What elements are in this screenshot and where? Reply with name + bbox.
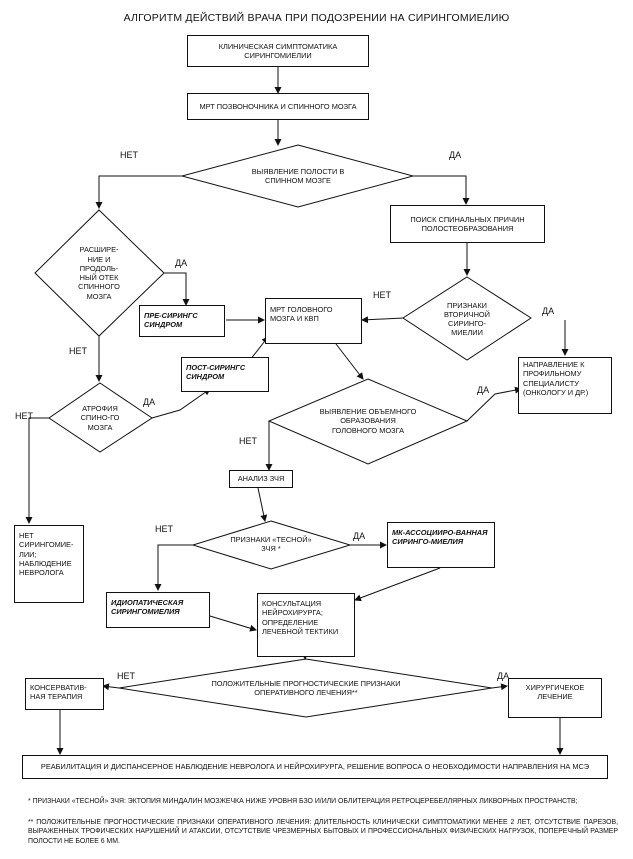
arrow-cavity-yes [413,175,470,205]
node-spinal-causes: ПОИСК СПИНАЛЬНЫХ ПРИЧИН ПОЛОСТЕОБРАЗОВАН… [390,205,545,243]
label-no: НЕТ [69,346,87,356]
arrow-mass-yes [466,386,522,422]
node-conservative: КОНСЕРВАТИВ-НАЯ ТЕРАПИЯ [25,678,104,710]
arrow-idio-to-consult [209,615,257,632]
label-no: НЕТ [155,524,173,534]
label-no: НЕТ [15,411,33,421]
arrow-edema-yes [164,272,190,306]
diamond-prognostic [118,658,493,718]
node-referral: НАПРАВЛЕНИЕ К ПРОФИЛЬНОМУ СПЕЦИАЛИСТУ (О… [518,357,612,414]
arrow-prognostic-yes [491,683,508,691]
node-rehab: РЕАБИЛИТАЦИЯ И ДИСПАНСЕРНОЕ НАБЛЮДЕНИЕ Н… [22,755,608,779]
node-mri-spine: МРТ ПОЗВОНОЧНИКА И СПИННОГО МОЗГА [187,93,369,120]
label-yes: ДА [497,671,510,681]
label-yes: ДА [353,531,366,541]
arrow-mri-brain-to-mass [335,343,364,380]
label-no: НЕТ [373,290,391,300]
diamond-secondary-label: ПРИЗНАКИ ВТОРИЧНОЙ СИРИНГО-МИЕЛИИ [444,300,490,338]
node-post-syrinx: ПОСТ-СИРИНГС СИНДРОМ [181,357,269,392]
node-clinical: КЛИНИЧЕСКАЯ СИМПТОМАТИКА СИРИНГОМИЕЛИИ [187,35,369,67]
arrow-atrophy-no [25,417,49,524]
label-yes: ДА [175,258,188,268]
node-consult: КОНСУЛЬТАЦИЯ НЕЙРОХИРУРГА; ОПРЕДЕЛЕНИЕ Л… [257,593,355,657]
arrow-cavity-no [95,175,182,209]
arrow-mk-to-consult [354,567,441,602]
diamond-mass-label: ВЫЯВЛЕНИЕ ОБЪЕМНОГО ОБРАЗОВАНИЯ ГОЛОВНОГ… [319,407,417,435]
diamond-mass [267,378,469,465]
diamond-atrophy-label: АТРОФИЯ СПИНО-ГО МОЗГА [80,404,120,432]
label-yes: ДА [542,306,555,316]
arrow-tight-no [154,544,193,591]
node-csf-analysis: АНАЛИЗ ЗЧЯ [229,470,293,488]
diamond-prognostic-label: ПОЛОЖИТЕЛЬНЫЕ ПРОГНОСТИЧЕСКИЕ ПРИЗНАКИ О… [211,678,401,697]
node-idiopathic: ИДИОПАТИЧЕСКАЯ СИРИНГОМИЕЛИЯ [106,592,210,628]
arrow-csf-to-tight [257,487,268,522]
diamond-edema-label: РАСШИРЕ-НИЕ И ПРОДОЛЬ-НЫЙ ОТЕК СПИННОГО … [78,245,120,301]
footnote-prognostic: ** ПОЛОЖИТЕЛЬНЫЕ ПРОГНОСТИЧЕСКИЕ ПРИЗНАК… [28,819,618,845]
label-no: НЕТ [120,150,138,160]
footnote-tight-csf: * ПРИЗНАКИ «ТЕСНОЙ» ЗЧЯ: ЭКТОПИЯ МИНДАЛИ… [28,798,578,805]
arrow-prognostic-no [102,683,120,691]
diamond-cavity [180,144,415,208]
node-surgical: ХИРУРГИЧЕКОЕ ЛЕЧЕНИЕ [508,678,602,718]
arrow-secondary-no [361,316,404,324]
diamond-atrophy [48,382,153,453]
label-yes: ДА [143,397,156,407]
diamond-secondary [402,276,532,361]
node-no-syrinx: НЕТ СИРИНГОМИЕ-ЛИИ; НАБЛЮДЕНИЕ НЕВРОЛОГА [14,525,84,603]
node-pre-syrinx: ПРЕ-СИРИНГС СИНДРОМ [139,305,225,337]
label-no: НЕТ [239,436,257,446]
diamond-tight-label: ПРИЗНАКИ «ТЕСНОЙ» ЗЧЯ * [230,534,312,553]
node-mk-assoc: МК-АССОЦИИРО-ВАННАЯ СИРИНГО-МИЕЛИЯ [387,522,495,568]
label-yes: ДА [449,150,462,160]
diamond-tight [191,520,352,570]
node-mri-brain: МРТ ГОЛОВНОГО МОЗГА И КВП [265,298,362,344]
arrow-atrophy-yes [151,388,211,419]
diamond-cavity-label: ВЫЯВЛЕНИЕ ПОЛОСТИ В СПИННОМ МОЗГЕ [251,166,345,185]
label-yes: ДА [477,385,490,395]
label-no: НЕТ [117,671,135,681]
page-title: АЛГОРИТМ ДЕЙСТВИЙ ВРАЧА ПРИ ПОДОЗРЕНИИ Н… [123,12,510,24]
